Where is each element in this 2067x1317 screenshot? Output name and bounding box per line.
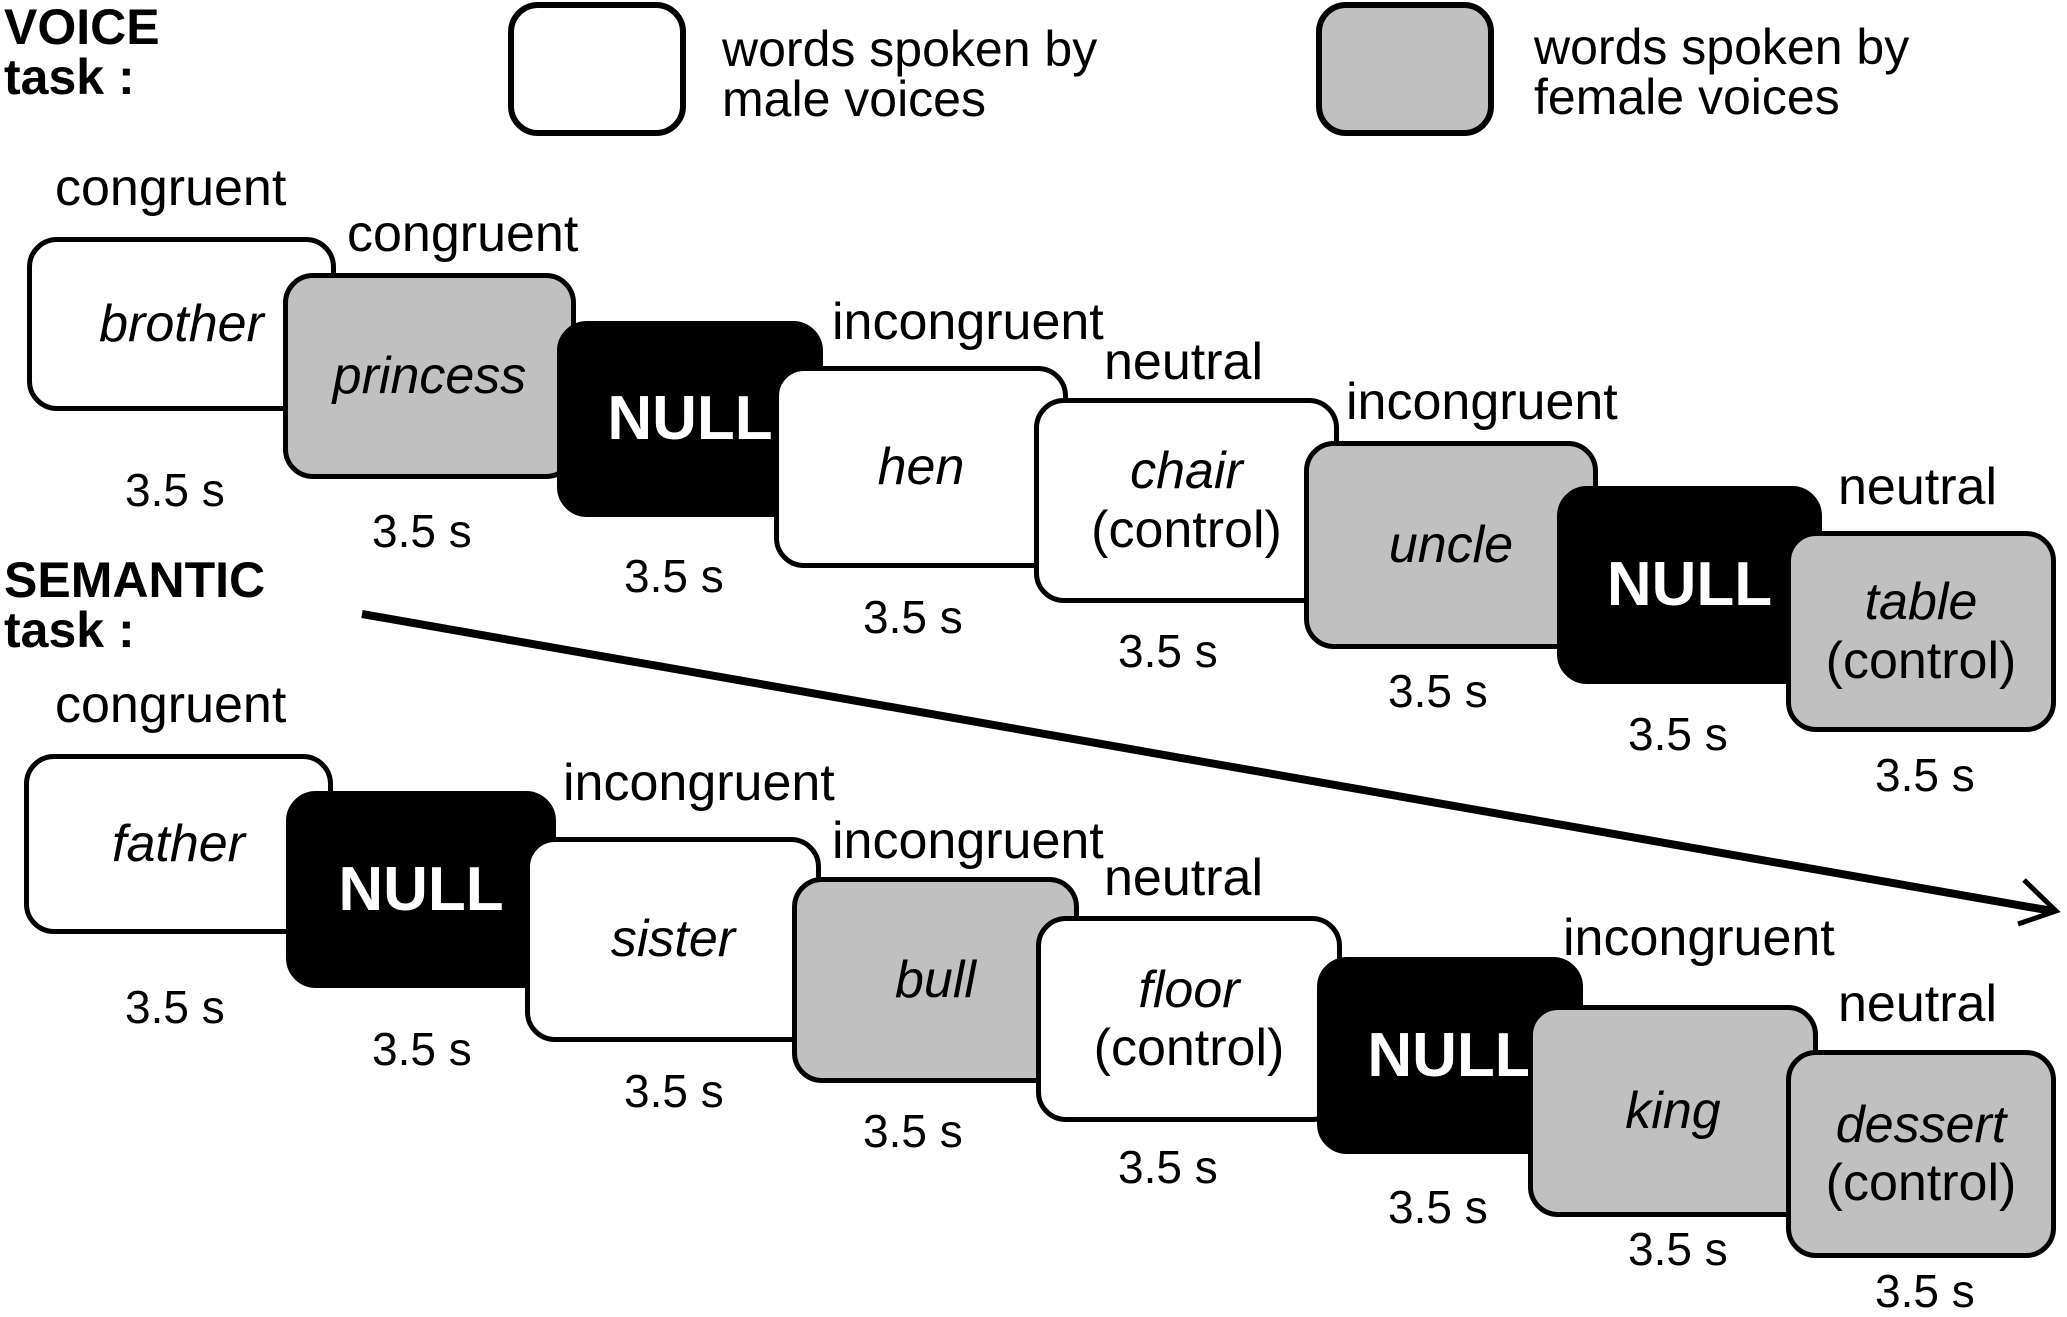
voice-trial-stimulus-word: uncle <box>1388 515 1514 574</box>
voice-trial-control-label: (control) <box>1825 631 2017 690</box>
voice-trial-condition-label: incongruent <box>1346 373 1618 431</box>
semantic-trial-condition-label: congruent <box>55 676 287 734</box>
voice-trial-condition-label: congruent <box>55 159 287 217</box>
semantic-trial-control-label: (control) <box>1825 1154 2017 1212</box>
semantic-trial-stimulus-word: dessert <box>1835 1095 2007 1154</box>
semantic-trial-stimulus-word: sister <box>610 910 736 969</box>
semantic-trial-stimulus-box: dessert(control) <box>1786 1050 2056 1258</box>
voice-trial-condition-label: incongruent <box>832 293 1104 351</box>
voice-trial-duration-label: 3.5 s <box>1628 708 1728 760</box>
semantic-trial-duration-label: 3.5 s <box>1628 1223 1728 1275</box>
voice-trial-stimulus-box: princess <box>283 273 576 479</box>
voice-trial-stimulus-box: table(control) <box>1786 531 2056 732</box>
voice-trial-stimulus-word: princess <box>332 346 527 405</box>
semantic-trial-stimulus-box: king <box>1528 1005 1818 1217</box>
semantic-trial-condition-label: incongruent <box>1563 909 1835 967</box>
voice-trial-condition-label: congruent <box>347 205 579 263</box>
voice-trial-control-label: (control) <box>1091 500 1282 559</box>
voice-trial-condition-label: neutral <box>1104 333 1263 391</box>
semantic-trial-condition-label: neutral <box>1838 975 1997 1033</box>
time-arrow-head <box>2017 878 2061 927</box>
semantic-trial-duration-label: 3.5 s <box>624 1065 724 1117</box>
voice-trial-duration-label: 3.5 s <box>1875 749 1975 801</box>
voice-trial-stimulus-box: NULL <box>1557 486 1822 684</box>
legend-male-swatch <box>508 2 686 136</box>
voice-trial-duration-label: 3.5 s <box>125 464 225 516</box>
semantic-trial-stimulus-word: floor <box>1138 960 1240 1019</box>
semantic-trial-stimulus-box: sister <box>525 837 821 1042</box>
time-arrow-line <box>361 610 2053 915</box>
voice-trial-stimulus-word: table <box>1864 573 1978 632</box>
voice-trial-stimulus-word: brother <box>99 294 264 353</box>
semantic-trial-stimulus-box: floor(control) <box>1036 916 1342 1122</box>
voice-trial-duration-label: 3.5 s <box>1118 625 1218 677</box>
semantic-trial-stimulus-word: father <box>112 814 245 873</box>
voice-trial-duration-label: 3.5 s <box>863 591 963 643</box>
voice-trial-null-label: NULL <box>1606 550 1773 620</box>
voice-trial-stimulus-word: chair <box>1130 442 1243 501</box>
semantic-trial-stimulus-box: NULL <box>1317 957 1583 1154</box>
semantic-trial-condition-label: incongruent <box>832 812 1104 870</box>
voice-trial-duration-label: 3.5 s <box>1388 665 1488 717</box>
semantic-trial-control-label: (control) <box>1093 1019 1285 1077</box>
semantic-trial-condition-label: incongruent <box>563 754 835 812</box>
voice-trial-stimulus-box: chair(control) <box>1034 398 1339 603</box>
semantic-trial-null-label: NULL <box>1367 1020 1533 1090</box>
semantic-trial-stimulus-box: NULL <box>286 791 556 988</box>
semantic-trial-duration-label: 3.5 s <box>1388 1181 1488 1233</box>
voice-trial-condition-label: neutral <box>1838 458 1997 516</box>
semantic-trial-duration-label: 3.5 s <box>1118 1141 1218 1193</box>
semantic-trial-stimulus-word: king <box>1625 1081 1721 1140</box>
voice-trial-duration-label: 3.5 s <box>624 550 724 602</box>
semantic-trial-duration-label: 3.5 s <box>372 1023 472 1075</box>
semantic-trial-duration-label: 3.5 s <box>863 1105 963 1157</box>
semantic-trial-null-label: NULL <box>338 854 504 924</box>
voice-trial-stimulus-box: hen <box>774 366 1068 568</box>
voice-trial-duration-label: 3.5 s <box>372 505 472 557</box>
semantic-trial-stimulus-word: bull <box>895 950 976 1009</box>
semantic-trial-condition-label: neutral <box>1104 849 1263 907</box>
semantic-trial-stimulus-box: bull <box>792 877 1079 1083</box>
semantic-trial-duration-label: 3.5 s <box>1875 1265 1975 1317</box>
legend-female-swatch <box>1316 2 1494 136</box>
voice-trial-stimulus-box: uncle <box>1304 441 1598 649</box>
semantic-trial-duration-label: 3.5 s <box>125 981 225 1033</box>
voice-trial-stimulus-word: hen <box>877 437 965 496</box>
voice-trial-null-label: NULL <box>607 384 773 454</box>
